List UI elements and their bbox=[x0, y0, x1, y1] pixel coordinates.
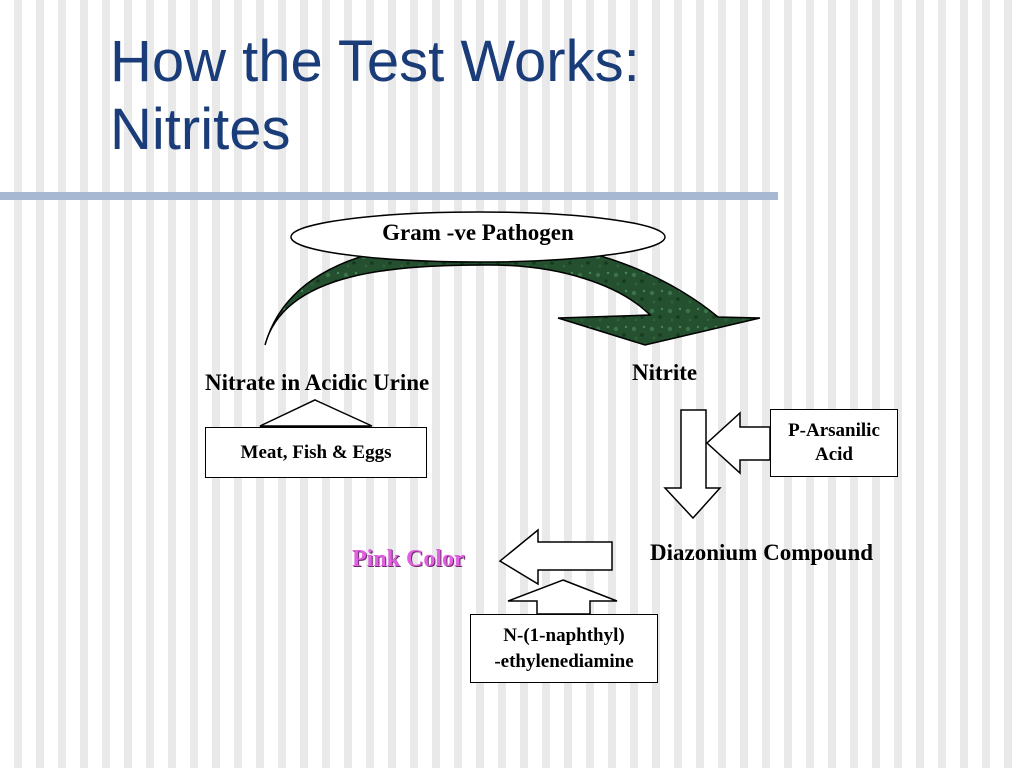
title-line-1: How the Test Works: bbox=[110, 29, 640, 94]
food-source-box: Meat, Fish & Eggs bbox=[205, 427, 427, 478]
nitrite-label: Nitrite bbox=[632, 360, 698, 385]
up-arrow-head bbox=[259, 399, 373, 427]
left-arrow-icon bbox=[498, 528, 613, 586]
result-label: Pink Color bbox=[352, 546, 465, 572]
title-line-2: Nitrites bbox=[110, 97, 291, 162]
left-arrow-icon bbox=[705, 411, 771, 475]
reagent1-box: P-Arsanilic Acid bbox=[770, 409, 898, 477]
nitrate-label: Nitrate in Acidic Urine bbox=[205, 370, 430, 395]
food-source-label: Meat, Fish & Eggs bbox=[240, 441, 392, 463]
reagent1-line1: P-Arsanilic bbox=[788, 420, 880, 441]
down-arrow-icon bbox=[663, 409, 722, 520]
diazonium-label: Diazonium Compound bbox=[650, 540, 874, 565]
slide-title: How the Test Works: Nitrites bbox=[110, 28, 930, 164]
pathogen-label: Gram -ve Pathogen bbox=[382, 220, 574, 245]
reagent2-line1: N-(1-naphthyl) bbox=[503, 624, 625, 646]
up-arrow-icon bbox=[507, 579, 618, 615]
reagent2-line2: -ethylenediamine bbox=[494, 650, 634, 672]
pathogen-ellipse bbox=[290, 211, 666, 263]
title-divider bbox=[0, 192, 778, 200]
reagent1-line2: Acid bbox=[815, 444, 853, 465]
reagent2-box: N-(1-naphthyl) -ethylenediamine bbox=[470, 614, 658, 683]
